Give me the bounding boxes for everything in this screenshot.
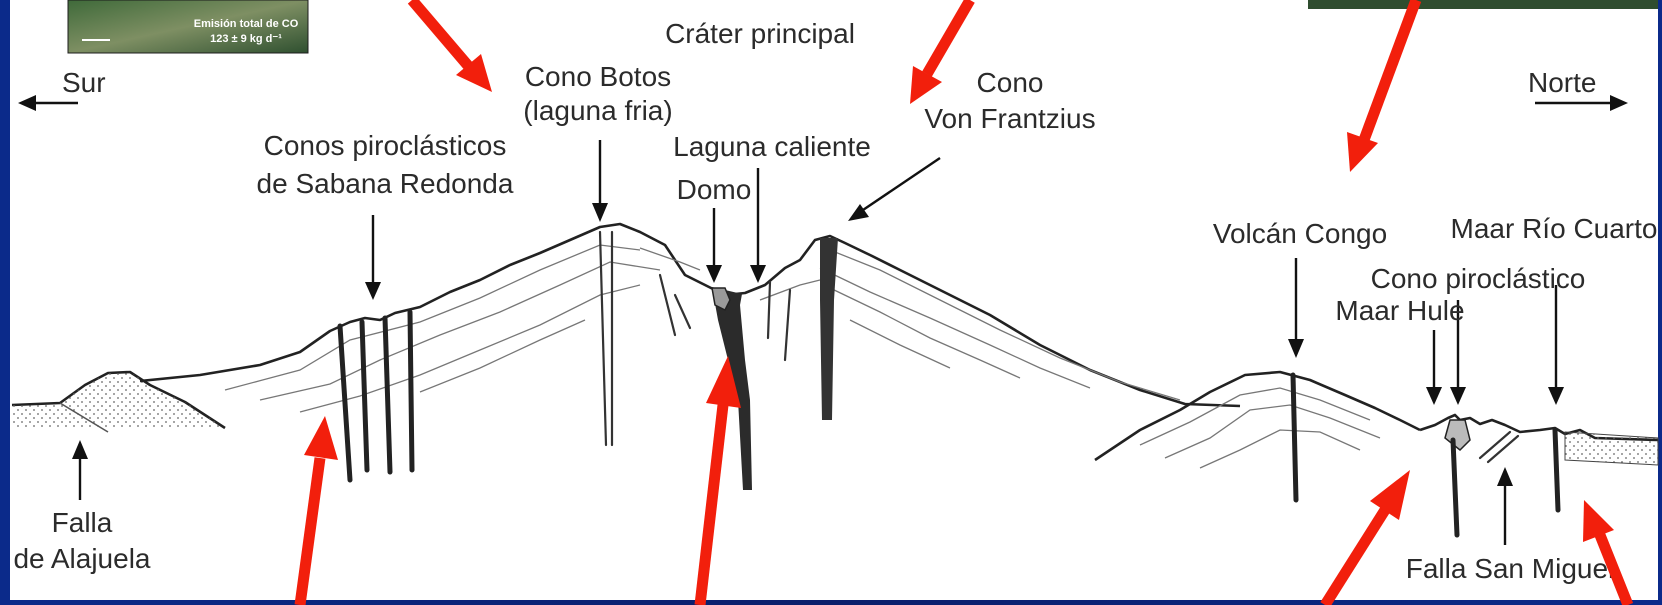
congo-conduit [1293, 375, 1296, 500]
fault-line-4 [785, 290, 790, 360]
main-volcano-profile [140, 224, 1240, 406]
label-falla-line1: Falla [52, 507, 113, 538]
alajuela-block-fill [12, 372, 225, 428]
inset-text-line2: 123 ± 9 kg d⁻¹ [210, 33, 282, 45]
cono-piroclastico-shape [1445, 420, 1470, 450]
red-arrow-top-left [412, 0, 470, 68]
falla-san-miguel-line-b [1488, 436, 1518, 462]
red-arrow-top-center [927, 0, 970, 74]
label-maar-hule: Maar Hule [1335, 295, 1464, 326]
right-sediment-fill [1565, 432, 1658, 465]
label-conos-piro-line2: de Sabana Redonda [257, 168, 514, 199]
label-cono-vf-line1: Cono [977, 67, 1044, 98]
label-falla-san-miguel: Falla San Miguel [1406, 553, 1615, 584]
inset-text-line1: Emisión total de CO [194, 18, 299, 30]
red-arrowhead-top-right [1347, 132, 1378, 172]
label-norte: Norte [1528, 67, 1596, 98]
congo-profile [1095, 372, 1420, 460]
label-falla-line2: de Alajuela [13, 543, 150, 574]
label-domo: Domo [677, 174, 752, 205]
red-arrowhead-bottom-far-right [1583, 500, 1614, 542]
label-volcan-congo: Volcán Congo [1213, 218, 1387, 249]
maar-hule-conduit [1453, 440, 1457, 535]
satellite-inset-right [1308, 0, 1658, 9]
label-maar-rio-cuarto: Maar Río Cuarto [1451, 213, 1658, 244]
red-arrowhead-bottom-left [304, 416, 338, 460]
label-laguna-caliente: Laguna caliente [673, 131, 871, 162]
label-cono-botos-line1: Cono Botos [525, 61, 671, 92]
sabana-conduit-1 [340, 326, 350, 480]
fault-line-3 [768, 282, 770, 338]
fault-line-2 [675, 295, 690, 328]
red-arrow-top-right [1364, 0, 1416, 140]
red-arrow-bottom-left [300, 458, 320, 605]
satellite-inset: Emisión total de CO 123 ± 9 kg d⁻¹ [68, 0, 308, 53]
label-crater-principal: Cráter principal [665, 18, 855, 49]
red-arrow-bottom-center [700, 405, 723, 605]
labels: Cráter principal Sur Norte Cono Botos (l… [13, 18, 1657, 584]
arrow-von-frantzius [860, 158, 940, 212]
maar-rio-cuarto-conduit [1555, 430, 1558, 510]
sabana-conduit-2 [362, 322, 367, 470]
sur-arrowhead [18, 95, 36, 111]
red-arrowhead-bottom-right [1370, 470, 1410, 520]
sabana-conduit-4 [410, 312, 412, 470]
label-cono-piroclastico: Cono piroclástico [1371, 263, 1586, 294]
fault-line-1 [660, 275, 675, 335]
red-arrow-bottom-right [1325, 510, 1385, 605]
sabana-conduit-3 [385, 318, 390, 472]
label-cono-vf-line2: Von Frantzius [924, 103, 1095, 134]
falla-san-miguel-line-a [1480, 432, 1510, 458]
label-sur: Sur [62, 67, 106, 98]
label-cono-botos-line2: (laguna fria) [523, 95, 672, 126]
norte-arrowhead [1610, 95, 1628, 111]
von-frantzius-conduit [820, 238, 838, 420]
label-conos-piro-line1: Conos piroclásticos [264, 130, 507, 161]
